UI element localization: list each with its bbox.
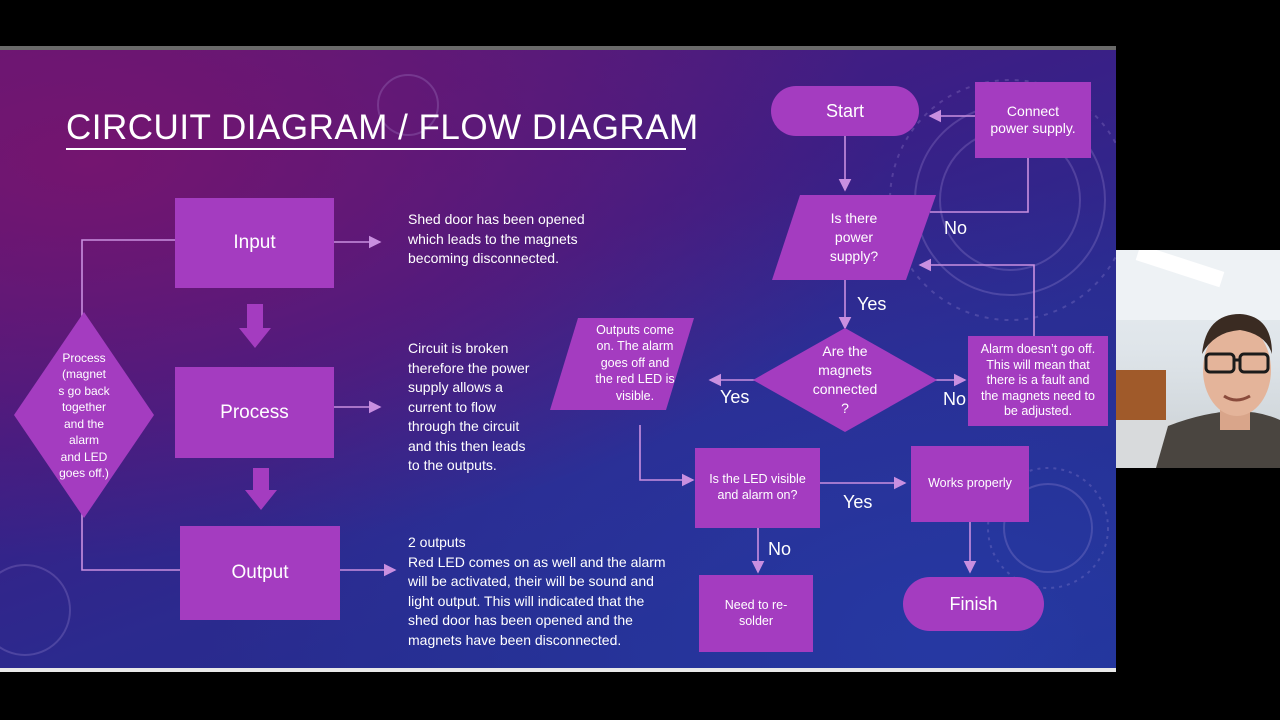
presenter-figure: [1116, 250, 1280, 468]
alarm-fault-box: Alarm doesn’t go off. This will mean tha…: [968, 336, 1108, 426]
connector-lines: [14, 109, 1035, 577]
magnets-question-text: Are the magnets connected ?: [812, 343, 878, 416]
video-top-bar: [0, 0, 1280, 46]
page-title: CIRCUIT DIAGRAM / FLOW DIAGRAM: [66, 108, 699, 147]
input-description: Shed door has been opened which leads to…: [408, 211, 585, 266]
outputs-on-text: Outputs come on. The alarm goes off and …: [595, 322, 675, 403]
power-question-text: Is there power supply?: [829, 209, 879, 264]
edge-label-no-magnets: No: [943, 389, 967, 409]
magnets-question-diamond: [753, 328, 937, 432]
process-box: Process: [175, 367, 334, 458]
presentation-slide: CIRCUIT DIAGRAM / FLOW DIAGRAM Input Pro…: [0, 46, 1116, 672]
edge-label-yes-power: Yes: [857, 294, 887, 314]
output-description: 2 outputs Red LED comes on as well and t…: [408, 534, 666, 648]
edge-label-yes-led: Yes: [843, 492, 873, 512]
power-question-parallelogram: [772, 195, 936, 280]
process-description: Circuit is broken therefore the power su…: [408, 340, 530, 473]
title-underline: [66, 148, 686, 150]
edge-label-no-power: No: [944, 218, 968, 238]
feedback-process-diamond: [14, 312, 154, 518]
outputs-on-parallelogram: [550, 318, 694, 410]
output-box: Output: [180, 526, 340, 620]
presenter-webcam: [1116, 250, 1280, 468]
works-properly-box: Works properly: [911, 446, 1029, 522]
finish-terminal: Finish: [903, 577, 1044, 631]
connect-power-box: Connect power supply.: [975, 82, 1091, 158]
resolder-box: Need to re- solder: [699, 575, 813, 652]
led-question-box: Is the LED visible and alarm on?: [695, 448, 820, 528]
start-terminal: Start: [771, 86, 919, 136]
feedback-diamond-text: Process (magnet s go back together and t…: [58, 350, 110, 481]
input-box: Input: [175, 198, 334, 288]
slide-bottom-border: [0, 668, 1116, 672]
edge-label-no-led: No: [768, 539, 792, 559]
edge-label-yes-magnets: Yes: [720, 387, 750, 407]
